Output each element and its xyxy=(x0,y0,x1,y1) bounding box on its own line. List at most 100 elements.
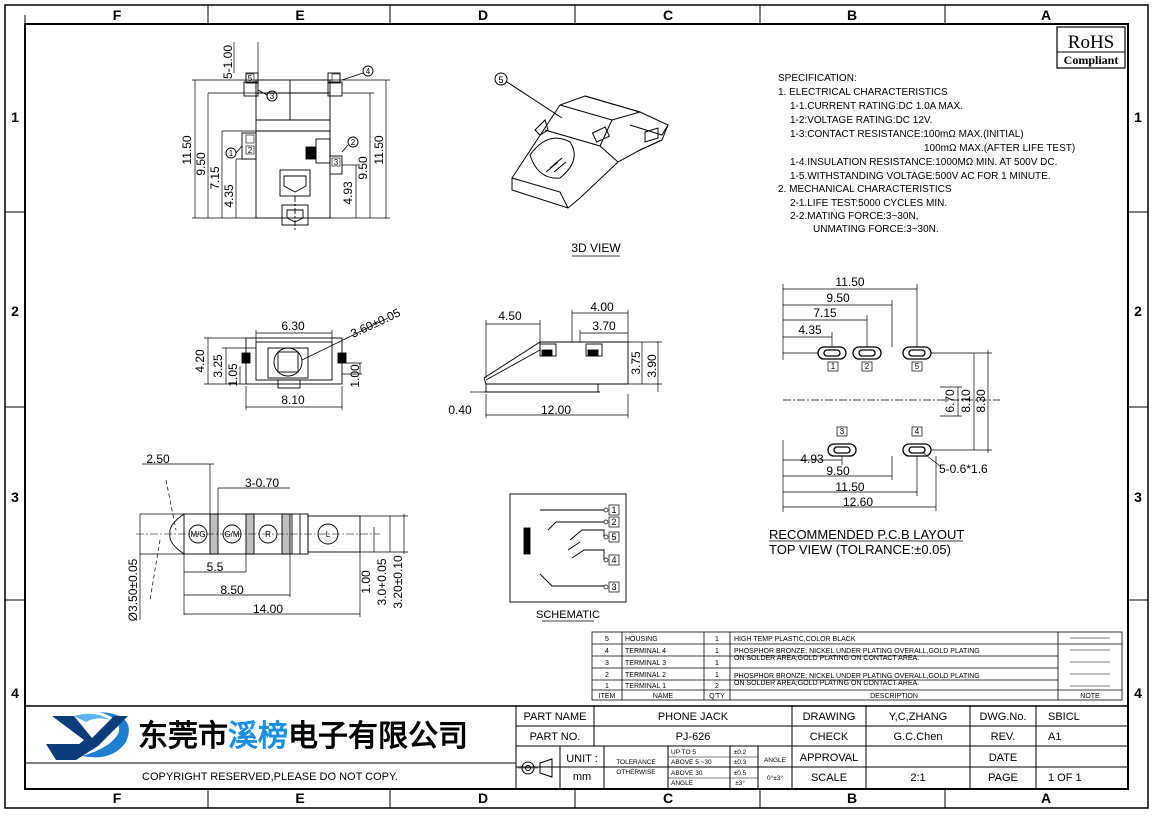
title-block-text: COPYRIGHT RESERVED,PLEASE DO NOT COPY. P… xyxy=(142,711,1082,787)
3d-view-drawing xyxy=(494,72,669,209)
callout-number: 2 xyxy=(351,138,356,147)
bom-desc: HIGH TEMP PLASTIC,COLOR BLACK xyxy=(734,636,856,643)
tolerance-label: TOLERANCE xyxy=(616,759,656,766)
pcb-title: RECOMMENDED P.C.B LAYOUT xyxy=(769,527,964,542)
3d-view-labels: 5 3D VIEW xyxy=(498,75,621,257)
pad-number: 1 xyxy=(831,362,836,371)
tolerance-value: ±3° xyxy=(735,779,745,787)
pin-number: 5 xyxy=(611,532,616,542)
dim-label: 4.20 xyxy=(193,349,207,373)
tolerance-range: ABOVE 30 xyxy=(671,770,703,777)
dim-label: 5.5 xyxy=(207,560,224,574)
row-left-1: 1 xyxy=(11,109,19,125)
bom-table-text: 5 HOUSING 1 HIGH TEMP PLASTIC,COLOR BLAC… xyxy=(599,636,1100,700)
bom-desc: PHOSPHOR BRONZE; NICKEL UNDER PLATING OV… xyxy=(734,673,980,680)
dim-label: 11.50 xyxy=(835,480,864,494)
spec-line: 2-2.MATING FORCE:3~30N, xyxy=(790,211,918,222)
dim-label: 11.50 xyxy=(372,135,386,164)
row-right-1: 1 xyxy=(1134,109,1142,125)
bom-qty: 1 xyxy=(715,648,719,655)
dim-label: 7.15 xyxy=(208,166,222,190)
dim-label: 3.20±0.10 xyxy=(391,555,405,609)
dim-label: 3.60±0.05 xyxy=(348,305,403,340)
pin-number: 2 xyxy=(611,517,616,527)
dim-label: 9.50 xyxy=(826,464,850,478)
pad-number: 3 xyxy=(840,427,845,436)
side-view-drawing xyxy=(470,310,662,418)
bom-item: 3 xyxy=(605,660,609,667)
contact-label: L xyxy=(326,530,331,539)
pin-number: 4 xyxy=(611,555,616,565)
check-label: CHECK xyxy=(810,731,849,743)
part-name-label: PART NAME xyxy=(524,711,587,723)
callout-number: 5 xyxy=(498,75,503,85)
col-top-d: D xyxy=(478,7,488,23)
schematic-drawing xyxy=(509,493,627,603)
tolerance-range: ANGLE xyxy=(671,780,694,787)
col-bottom-b: B xyxy=(847,790,857,806)
company-name-part: 电子有限公司 xyxy=(288,720,468,753)
bom-header-name: NAME xyxy=(653,693,674,700)
col-bottom-c: C xyxy=(663,790,673,806)
rohs-title: RoHS xyxy=(1068,32,1114,53)
copyright-notice: COPYRIGHT RESERVED,PLEASE DO NOT COPY. xyxy=(142,771,398,783)
col-bottom-d: D xyxy=(478,790,488,806)
dim-label: 11.50 xyxy=(835,275,864,289)
title-block-grid xyxy=(25,705,1128,789)
spec-line: 1-5.WITHSTANDING VOLTAGE:500V AC FOR 1 M… xyxy=(790,171,1051,182)
date-label: DATE xyxy=(989,752,1018,764)
spec-line: 2-1.LIFE TEST:5000 CYCLES MIN. xyxy=(790,198,947,209)
dim-label: 1.00 xyxy=(359,570,373,594)
dwg-no-value: SBICL xyxy=(1048,711,1080,723)
company-name: 东莞市溪榜电子有限公司 xyxy=(138,719,468,753)
col-bottom-a: A xyxy=(1041,790,1051,806)
dwg-no-label: DWG.No. xyxy=(979,711,1026,723)
dim-label: 9.50 xyxy=(826,291,850,305)
unit-label: UNIT : xyxy=(566,753,598,765)
part-no-label: PART NO. xyxy=(530,731,581,743)
dim-label: 8.10 xyxy=(959,389,973,413)
angle-label: ANGLE xyxy=(764,757,787,764)
bom-qty: 1 xyxy=(715,660,719,667)
schematic-labels: 1 2 5 4 3 SCHEMATIC xyxy=(536,505,617,622)
callout-number: 1 xyxy=(229,149,234,158)
page-label: PAGE xyxy=(988,772,1018,784)
row-right-3: 3 xyxy=(1134,489,1142,505)
bom-name: TERMINAL 1 xyxy=(625,683,666,690)
tolerance-label: OTHERWISE xyxy=(616,769,656,776)
row-right-4: 4 xyxy=(1134,685,1142,701)
bom-header-note: NOTE xyxy=(1080,693,1100,700)
dim-label: 1.00 xyxy=(348,364,362,388)
bom-name: TERMINAL 3 xyxy=(625,660,666,667)
dim-label: 9.50 xyxy=(194,152,208,176)
dim-label: 3.70 xyxy=(592,319,616,333)
dim-label: 8.30 xyxy=(974,389,988,413)
pcb-subtitle: TOP VIEW (TOLRANCE:±0.05) xyxy=(769,542,951,557)
col-top-a: A xyxy=(1041,7,1051,23)
dim-label: 7.15 xyxy=(813,306,837,320)
bom-header-description: DESCRIPTION xyxy=(870,693,918,700)
spec-line: 1-2:VOLTAGE RATING:DC 12V. xyxy=(790,115,932,126)
bom-desc: PHOSPHOR BRONZE; NICKEL UNDER PLATING OV… xyxy=(734,648,980,655)
approval-label: APPROVAL xyxy=(800,752,859,764)
scale-value: 2:1 xyxy=(910,772,925,784)
rev-label: REV. xyxy=(991,731,1016,743)
bom-header-qty: Q'TY xyxy=(709,693,725,700)
plug-view-dimensions: 2.50 3-0.70 5.5 8.50 14.00 Ø3.50±0.05 1.… xyxy=(126,452,405,621)
bom-item: 4 xyxy=(605,648,609,655)
bom-name: TERMINAL 4 xyxy=(625,648,666,655)
unit-value: mm xyxy=(573,771,591,783)
dim-label: 8.10 xyxy=(281,393,305,407)
page-value: 1 OF 1 xyxy=(1048,772,1082,784)
company-name-part: 东莞市 xyxy=(138,719,228,753)
3d-view-title: 3D VIEW xyxy=(571,241,621,255)
row-left-2: 2 xyxy=(11,303,19,319)
bom-header-item: ITEM xyxy=(599,693,616,700)
dim-label: 6.70 xyxy=(943,389,957,413)
dim-label: 2.50 xyxy=(146,452,170,466)
col-top-c: C xyxy=(663,7,673,23)
bom-item: 1 xyxy=(605,683,609,690)
col-top-e: E xyxy=(295,7,304,23)
bom-qty: 2 xyxy=(715,683,719,690)
dim-label: 5-1.00 xyxy=(221,45,235,79)
